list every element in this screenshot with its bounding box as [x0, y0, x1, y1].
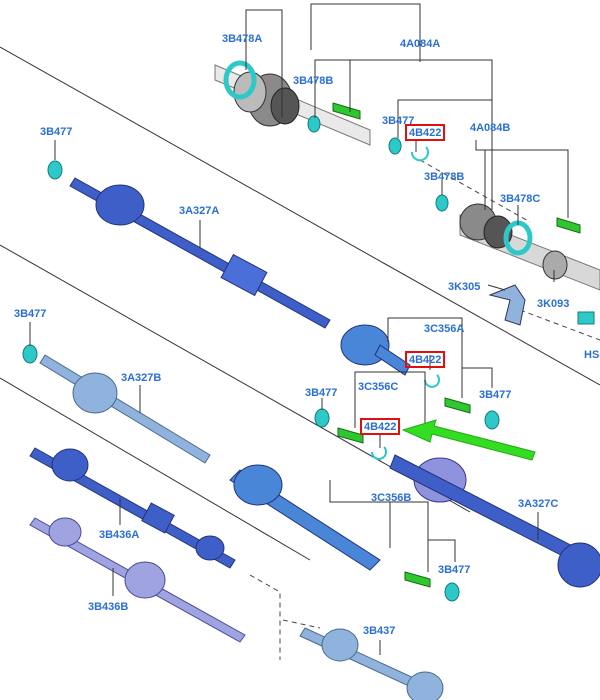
ring-icon [47, 160, 63, 180]
bracket-icon [488, 284, 526, 326]
label-4A084A[interactable]: 4A084A [400, 38, 440, 50]
shaft-3A327B [39, 354, 381, 571]
frame-lines [0, 46, 600, 660]
label-4B422[interactable]: 4B422 [409, 354, 441, 366]
label-3A327C[interactable]: 3A327C [518, 498, 558, 510]
label-3B436A[interactable]: 3B436A [99, 529, 139, 541]
ring-icon [223, 60, 257, 100]
grease-pack-icon [556, 217, 581, 234]
shaft-3A327A [69, 177, 411, 376]
highlight-box [405, 351, 445, 368]
shaft-3B436B [29, 517, 246, 643]
label-3B437[interactable]: 3B437 [363, 625, 395, 637]
highlight-box [405, 124, 445, 141]
label-4B422[interactable]: 4B422 [364, 421, 396, 433]
ring-icon [22, 344, 38, 364]
label-3A327B[interactable]: 3A327B [121, 372, 161, 384]
ring-icon [388, 137, 402, 155]
pointer-arrow-icon [401, 419, 536, 461]
label-4A084B[interactable]: 4A084B [470, 122, 510, 134]
ring-icon [307, 115, 321, 133]
label-3B477[interactable]: 3B477 [479, 389, 511, 401]
label-3C356B[interactable]: 3C356B [371, 492, 411, 504]
grease-pack-icon [444, 397, 471, 414]
label-3B478A[interactable]: 3B478A [222, 33, 262, 45]
shaft-3A327C [389, 454, 600, 588]
ring-icon [435, 194, 449, 212]
label-3C356C[interactable]: 3C356C [358, 381, 398, 393]
label-3B478B[interactable]: 3B478B [424, 171, 464, 183]
label-3B477[interactable]: 3B477 [438, 564, 470, 576]
label-3K093[interactable]: 3K093 [537, 298, 569, 310]
ring-icon [484, 410, 500, 430]
label-3C356A[interactable]: 3C356A [424, 323, 464, 335]
label-3A327A[interactable]: 3A327A [179, 205, 219, 217]
label-3B477[interactable]: 3B477 [14, 308, 46, 320]
label-3K305[interactable]: 3K305 [448, 281, 480, 293]
circlip-icon [410, 146, 429, 162]
label-4B422[interactable]: 4B422 [409, 127, 441, 139]
label-HS[interactable]: HS [584, 349, 599, 361]
label-3B477[interactable]: 3B477 [382, 115, 414, 127]
ring-icon [314, 408, 330, 428]
grease-pack-icon [337, 427, 364, 444]
ring-icon [444, 582, 460, 602]
circlip-icon [371, 446, 387, 460]
grease-pack-icon [332, 102, 361, 120]
leader-lines [29, 3, 569, 655]
shaft-3B437 [299, 627, 444, 700]
part-labels: 3B478A 4A084A 3B478B 3B477 4B422 4A084B … [14, 33, 599, 637]
shaft-3B436A [29, 447, 236, 569]
label-3B477[interactable]: 3B477 [305, 387, 337, 399]
label-3B478C[interactable]: 3B478C [500, 193, 540, 205]
circlip-icon [424, 374, 440, 388]
highlight-box [360, 418, 400, 435]
label-3B478B[interactable]: 3B478B [293, 75, 333, 87]
label-3B436B[interactable]: 3B436B [88, 601, 128, 613]
grease-pack-icon [404, 571, 431, 588]
bolt-icon [577, 311, 595, 325]
label-3B477[interactable]: 3B477 [40, 126, 72, 138]
